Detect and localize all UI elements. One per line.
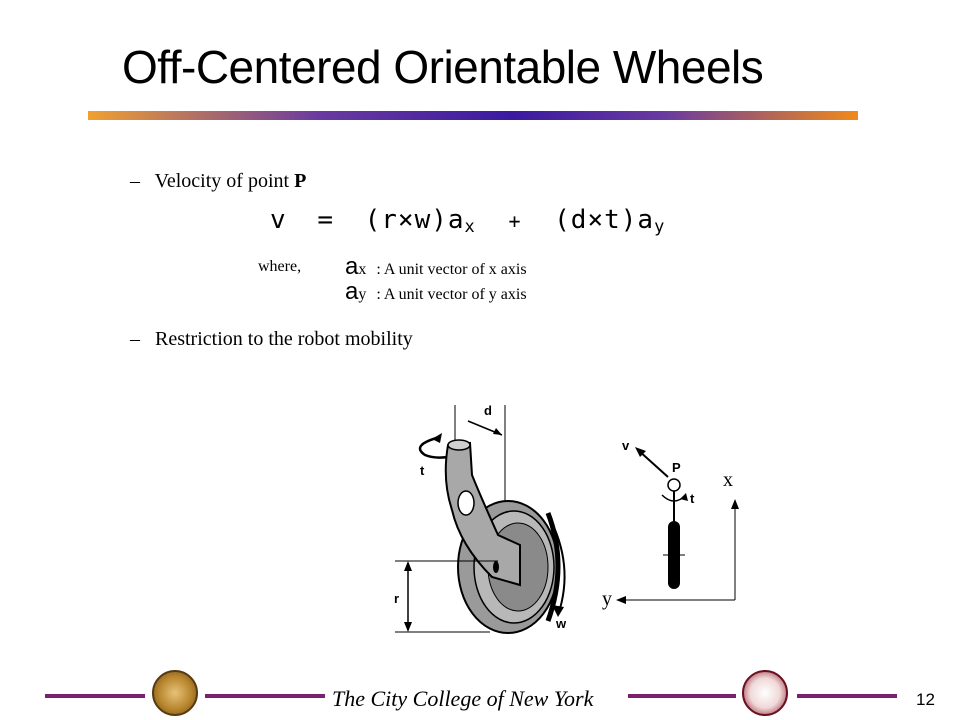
r-arrowhead-bottom — [404, 622, 412, 632]
page-number: 12 — [916, 690, 935, 709]
unit-symbol: a — [345, 253, 359, 280]
label-y-axis: y — [602, 588, 612, 610]
label-r: r — [394, 591, 399, 606]
equation-lhs: v — [270, 205, 287, 235]
slide-title: Off-Centered Orientable Wheels — [122, 41, 764, 93]
label-p: P — [672, 460, 681, 475]
equation-term1-sub: x — [464, 217, 476, 237]
footer-line-left — [45, 694, 145, 698]
bullet-velocity: – Velocity of point P — [130, 170, 306, 193]
top-rotation-arrowhead — [680, 493, 688, 501]
equation-term2-sub: y — [654, 217, 666, 237]
bullet-restriction-text: Restriction to the robot mobility — [155, 328, 413, 350]
unit-symbol: a — [345, 278, 359, 305]
wheel-rotation-arrow — [547, 514, 566, 616]
footer-institution: The City College of New York — [332, 686, 594, 711]
unit-description: : A unit vector of x axis — [376, 261, 527, 278]
wheel-diagram: d t w r v P t x y — [394, 403, 739, 634]
y-axis-arrowhead — [616, 596, 626, 604]
equation-plus: + — [508, 209, 522, 233]
velocity-arrowhead — [635, 447, 646, 457]
label-x-axis: x — [723, 469, 733, 491]
bullet-velocity-point: P — [294, 170, 307, 192]
bullet-restriction: – Restriction to the robot mobility — [130, 328, 413, 351]
footer-line-right — [797, 694, 897, 698]
equation-term2: (d×t)a — [554, 205, 655, 235]
velocity-vector — [637, 449, 669, 478]
swivel-top — [447, 439, 471, 451]
unit-subscript: y — [358, 286, 367, 303]
axle — [493, 561, 499, 573]
d-arrowhead — [493, 428, 502, 435]
footer-line-mid-left — [205, 694, 325, 698]
velocity-equation: v = (r×w)ax + (d×t)ay — [270, 205, 665, 237]
bullet-velocity-text: Velocity of point — [154, 170, 290, 192]
footer-line-mid-right — [628, 694, 736, 698]
where-label: where, — [258, 258, 302, 275]
unit-description: : A unit vector of y axis — [376, 286, 527, 303]
caster-fork — [444, 441, 521, 587]
unit-vector-x-row: ax : A unit vector of x axis — [345, 253, 527, 281]
unit-subscript: x — [358, 261, 367, 278]
label-w: w — [555, 616, 567, 631]
wheel-rotation-arrowhead — [552, 605, 564, 617]
label-d: d — [484, 403, 492, 418]
r-arrowhead-top — [404, 561, 412, 571]
title-underline-bar — [88, 111, 858, 120]
robotics-lab-seal-icon — [742, 670, 788, 716]
point-p — [667, 478, 681, 492]
fork-hole — [457, 490, 475, 516]
bullet-dash: – — [130, 170, 140, 192]
label-t-top: t — [690, 491, 695, 506]
equation-term1: (r×w)a — [364, 205, 465, 235]
ccny-seal-icon — [152, 670, 198, 716]
x-axis-arrowhead — [731, 499, 739, 509]
bullet-dash: – — [130, 328, 140, 350]
label-t-wheel: t — [420, 463, 425, 478]
unit-vector-y-row: ay : A unit vector of y axis — [345, 278, 527, 306]
label-v: v — [622, 438, 630, 453]
equation-equals: = — [317, 205, 334, 235]
swivel-arrowhead — [432, 433, 442, 443]
